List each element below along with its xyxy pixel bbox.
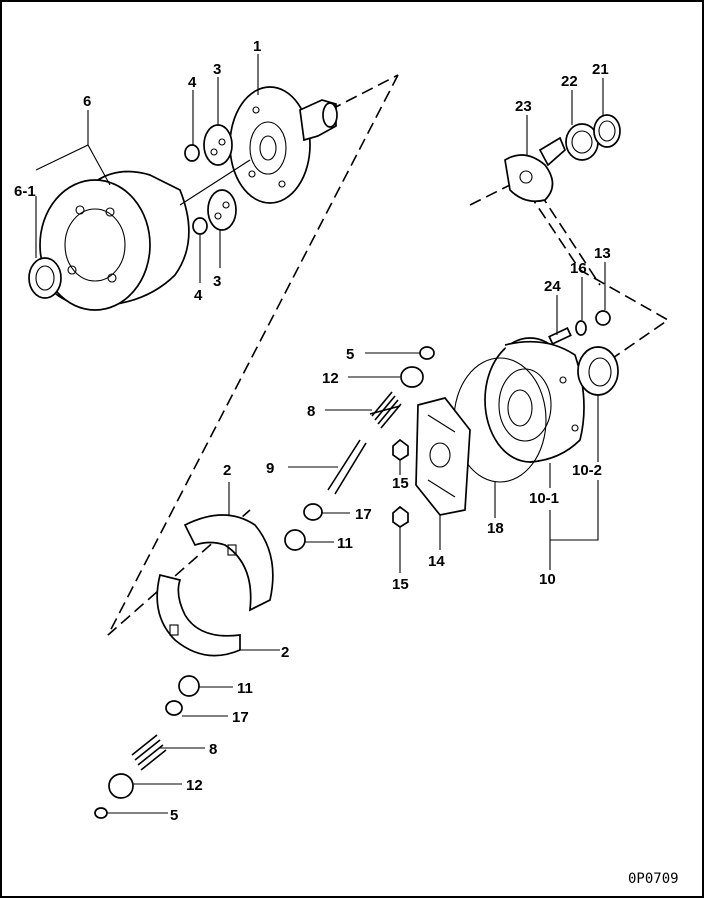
part-15-nut-upper bbox=[392, 438, 409, 462]
callout-22: 22 bbox=[561, 73, 578, 90]
part-9-rod bbox=[327, 439, 367, 495]
callout-6-1: 6-1 bbox=[14, 183, 36, 200]
callout-1: 1 bbox=[253, 38, 261, 55]
part-6-1-seal-ring bbox=[28, 257, 62, 299]
callout-15-lower: 15 bbox=[392, 576, 409, 593]
part-21-snap-ring bbox=[593, 114, 621, 148]
callout-labels: 1 2 2 3 3 4 4 5 5 6 6-1 8 8 9 10 10-1 10… bbox=[14, 38, 611, 824]
part-8-spring-lower bbox=[131, 734, 167, 771]
callout-5-upper: 5 bbox=[346, 346, 354, 363]
part-3-pad-upper bbox=[203, 124, 233, 166]
part-5-ball-upper bbox=[419, 346, 435, 360]
callout-5-lower: 5 bbox=[170, 807, 178, 824]
part-11-plug-upper bbox=[284, 529, 306, 551]
part-4-pin-lower bbox=[192, 217, 208, 235]
callout-9: 9 bbox=[266, 460, 274, 477]
callout-2-lower: 2 bbox=[281, 644, 289, 661]
part-5-ball-lower bbox=[94, 807, 108, 819]
part-10-2-seal bbox=[577, 346, 619, 396]
part-12-cap-lower bbox=[108, 773, 134, 799]
part-8-spring-upper bbox=[369, 391, 402, 429]
callout-8-upper: 8 bbox=[307, 403, 315, 420]
callout-18: 18 bbox=[487, 520, 504, 537]
part-15-nut-lower bbox=[392, 505, 409, 529]
callout-3-lower: 3 bbox=[213, 273, 221, 290]
center-line bbox=[179, 159, 251, 206]
part-6-housing bbox=[39, 170, 190, 311]
callout-15-upper: 15 bbox=[392, 475, 409, 492]
callout-24: 24 bbox=[544, 278, 561, 295]
callout-12-upper: 12 bbox=[322, 370, 339, 387]
callout-13: 13 bbox=[594, 245, 611, 262]
part-3-pad-lower bbox=[207, 189, 237, 231]
callout-4-upper: 4 bbox=[188, 74, 197, 91]
callout-16: 16 bbox=[570, 260, 587, 277]
drawing-code: 0P0709 bbox=[628, 871, 679, 887]
part-22-ring bbox=[565, 123, 599, 161]
part-24-screw bbox=[548, 327, 572, 345]
part-16-washer bbox=[575, 320, 587, 336]
part-12-cap-upper bbox=[400, 366, 424, 388]
callout-17-upper: 17 bbox=[355, 506, 372, 523]
part-23-plate bbox=[504, 136, 567, 203]
callout-10-1: 10-1 bbox=[529, 490, 559, 507]
callout-10: 10 bbox=[539, 571, 556, 588]
part-17-washer-lower bbox=[165, 700, 183, 716]
callout-12-lower: 12 bbox=[186, 777, 203, 794]
part-2-shoe-lower bbox=[156, 573, 241, 657]
callout-8-lower: 8 bbox=[209, 741, 217, 758]
callout-23: 23 bbox=[515, 98, 532, 115]
callout-6: 6 bbox=[83, 93, 91, 110]
callout-14: 14 bbox=[428, 553, 445, 570]
callout-17-lower: 17 bbox=[232, 709, 249, 726]
callout-3-upper: 3 bbox=[213, 61, 221, 78]
part-10-cover-assembly bbox=[484, 337, 585, 463]
leader-lines bbox=[35, 54, 606, 814]
callout-10-2: 10-2 bbox=[572, 462, 602, 479]
part-4-pin-upper bbox=[184, 144, 200, 162]
part-11-plug-lower bbox=[178, 675, 200, 697]
callout-11-lower: 11 bbox=[237, 680, 253, 697]
callout-4-lower: 4 bbox=[194, 287, 203, 304]
callout-21: 21 bbox=[592, 61, 609, 78]
part-17-washer-upper bbox=[303, 503, 323, 521]
part-14-plate bbox=[415, 397, 471, 516]
callout-2-upper: 2 bbox=[223, 462, 231, 479]
part-1-shaft-flange bbox=[229, 86, 338, 204]
part-2-shoe-upper bbox=[183, 514, 274, 612]
part-13-bolt bbox=[595, 310, 611, 326]
callout-11-upper: 11 bbox=[337, 535, 353, 552]
